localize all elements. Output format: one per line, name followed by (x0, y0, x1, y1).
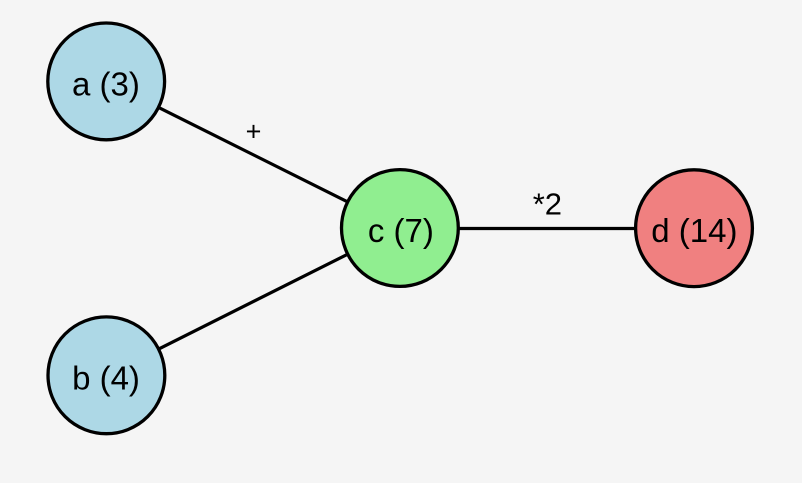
svg-text:c (7): c (7) (368, 212, 434, 249)
svg-text:*2: *2 (533, 187, 562, 222)
svg-text:b (4): b (4) (72, 359, 140, 396)
svg-text:d (14): d (14) (651, 212, 737, 249)
svg-text:a (3): a (3) (72, 65, 140, 102)
svg-text:+: + (246, 117, 262, 147)
